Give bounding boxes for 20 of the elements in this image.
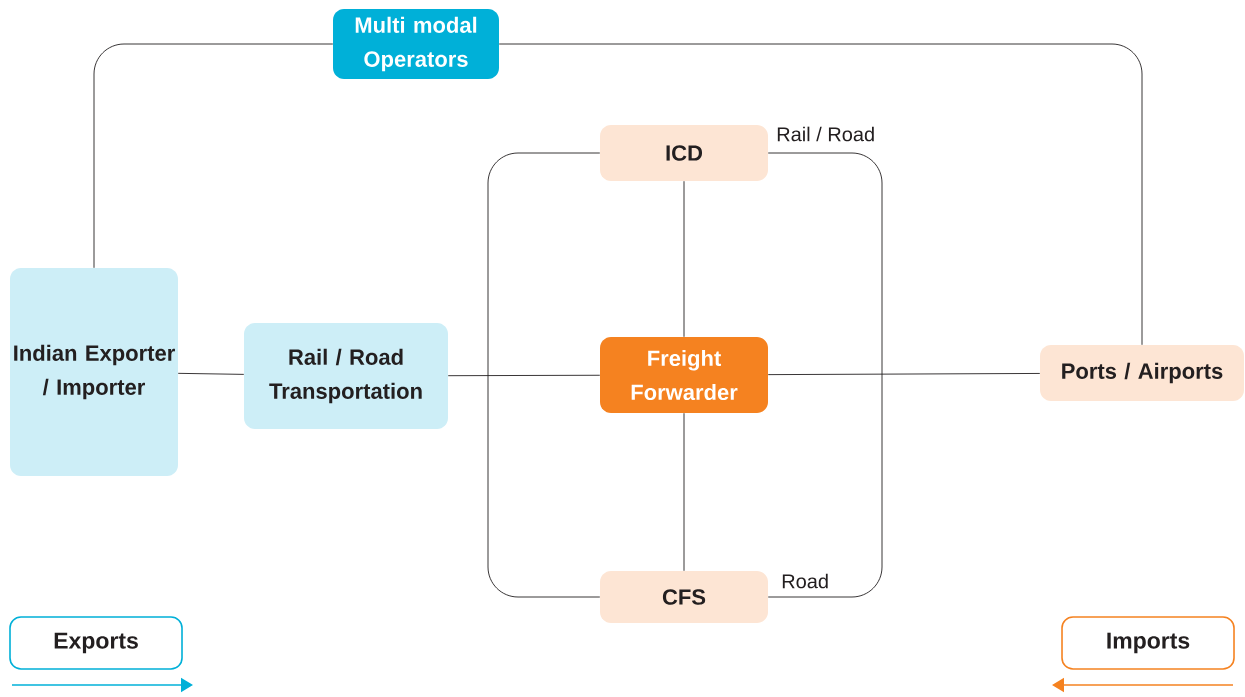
connector-line bbox=[487, 152, 601, 598]
facility-box: ICD bbox=[600, 125, 768, 181]
operator-box: Multi modal Operators bbox=[333, 9, 499, 79]
connector-line bbox=[447, 374, 601, 377]
connector-line bbox=[93, 43, 334, 269]
connector-line bbox=[767, 373, 1041, 376]
transport-box: Rail / Road Transportation bbox=[244, 323, 448, 429]
connector-line bbox=[767, 152, 883, 598]
facility-box: CFS bbox=[600, 571, 768, 623]
connector-line bbox=[683, 412, 685, 572]
port-box: Ports / Airports bbox=[1040, 345, 1244, 401]
forwarder-box: Freight Forwarder bbox=[600, 337, 768, 413]
connector-line bbox=[498, 43, 1143, 346]
connector-line bbox=[177, 372, 245, 375]
connector-line bbox=[683, 180, 685, 338]
route-label: Rail / Road bbox=[777, 126, 874, 142]
route-label: Road bbox=[782, 573, 828, 589]
party-box: Indian Exporter / Importer bbox=[10, 268, 178, 476]
legend-box: Exports bbox=[9, 616, 183, 670]
legend-box: Imports bbox=[1061, 616, 1235, 670]
